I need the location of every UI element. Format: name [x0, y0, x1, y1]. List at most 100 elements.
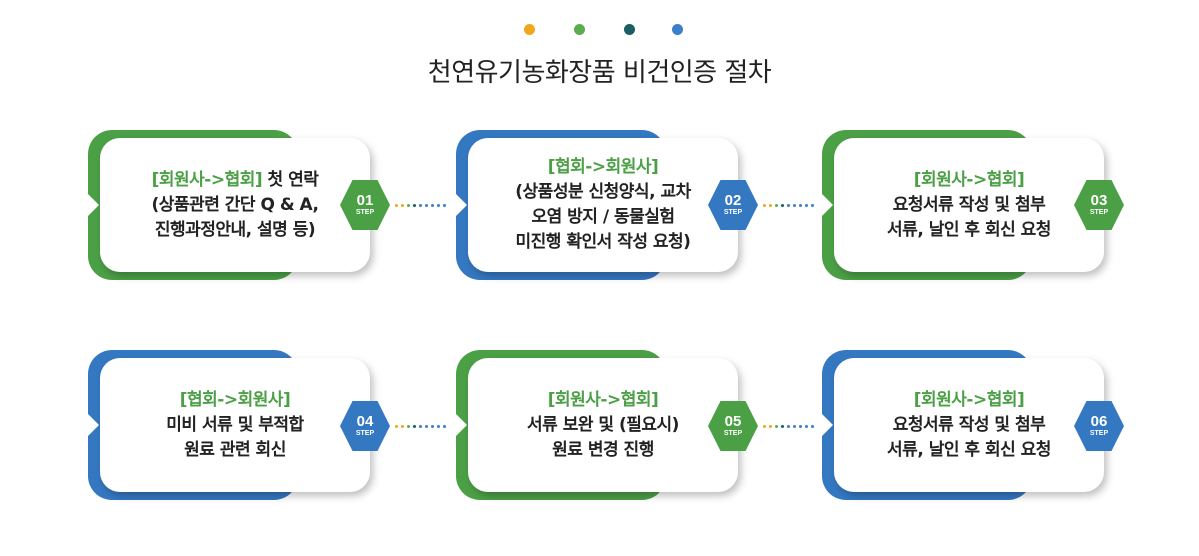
- dotted-connector: [763, 204, 819, 208]
- connector-dot: [413, 425, 416, 428]
- connector-dot: [419, 425, 422, 428]
- step-card-03: [회원사->협회] 요청서류 작성 및 첨부 서류, 날인 후 회신 요청: [822, 130, 1117, 285]
- step-number: 01: [356, 192, 374, 209]
- step-tag: [회원사->협회]: [913, 389, 1025, 410]
- step-line-3: 서류, 날인 후 회신 요청: [887, 219, 1051, 240]
- step-card-06: [회원사->협회] 요청서류 작성 및 첨부 서류, 날인 후 회신 요청: [822, 350, 1117, 505]
- step-card-body: [협회->회원사] (상품성분 신청양식, 교차 오염 방지 / 동물실험 미진…: [468, 138, 738, 272]
- step-badge-06: 06 STEP: [1074, 401, 1124, 451]
- step-line-3: 원료 변경 진행: [552, 439, 654, 460]
- step-tag: [협회->회원사]: [179, 389, 291, 410]
- step-line-3: 원료 관련 회신: [184, 439, 286, 460]
- connector-dot: [793, 425, 796, 428]
- step-card-body: [회원사->협회] 첫 연락 (상품관련 간단 Q & A, 진행과정안내, 설…: [100, 138, 370, 272]
- step-card-body: [회원사->협회] 서류 보완 및 (필요시) 원료 변경 진행: [468, 358, 738, 492]
- step-line-2: 미비 서류 및 부적합: [166, 414, 304, 435]
- step-tag: [회원사->협회]: [547, 389, 659, 410]
- step-card-01: [회원사->협회] 첫 연락 (상품관련 간단 Q & A, 진행과정안내, 설…: [88, 130, 383, 285]
- connector-dot: [793, 204, 796, 207]
- step-number: 02: [724, 192, 742, 209]
- step-card-02: [협회->회원사] (상품성분 신청양식, 교차 오염 방지 / 동물실험 미진…: [456, 130, 751, 285]
- connector-dot: [395, 204, 398, 207]
- decorative-dots: [0, 24, 1199, 38]
- step-number: 05: [724, 413, 742, 430]
- connector-dot: [799, 204, 802, 207]
- dotted-connector: [395, 204, 451, 208]
- step-label: STEP: [1089, 209, 1109, 216]
- step-line-1: [협회->회원사]: [548, 155, 659, 180]
- connector-dot: [401, 204, 404, 207]
- step-line-3: 진행과정안내, 설명 등): [154, 219, 316, 240]
- connector-dot: [443, 425, 446, 428]
- step-card-notch: [822, 194, 833, 216]
- connector-dot: [763, 425, 766, 428]
- dotted-connector: [395, 425, 451, 429]
- connector-dot: [431, 204, 434, 207]
- step-badge-04: 04 STEP: [340, 401, 390, 451]
- connector-dot: [787, 204, 790, 207]
- step-label: STEP: [355, 430, 375, 437]
- connector-dot: [425, 425, 428, 428]
- connector-dot: [787, 425, 790, 428]
- step-tag: [협회->회원사]: [547, 157, 659, 177]
- connector-dot: [805, 204, 808, 207]
- connector-dot: [407, 425, 410, 428]
- step-line-2: (상품성분 신청양식, 교차: [515, 182, 691, 202]
- step-line-4: 미진행 확인서 작성 요청): [515, 232, 691, 252]
- step-card-notch: [456, 414, 467, 436]
- connector-dot: [811, 425, 814, 428]
- connector-dot: [437, 425, 440, 428]
- step-card-notch: [88, 194, 99, 216]
- step-tag: [회원사->협회]: [913, 169, 1025, 190]
- connector-dot: [775, 204, 778, 207]
- connector-dot: [407, 204, 410, 207]
- step-line-1: [회원사->협회]: [914, 388, 1025, 413]
- step-line-1: [회원사->협회]: [548, 388, 659, 413]
- page-title: 천연유기농화장품 비건인증 절차: [427, 58, 772, 88]
- connector-dot: [805, 425, 808, 428]
- step-card-notch: [88, 414, 99, 436]
- connector-dot: [763, 204, 766, 207]
- connector-dot: [781, 425, 784, 428]
- connector-dot: [401, 425, 404, 428]
- step-line-2: (상품관련 간단 Q & A,: [151, 194, 320, 215]
- step-label: STEP: [1089, 430, 1109, 437]
- connector-dot: [437, 204, 440, 207]
- step-line-3: 오염 방지 / 동물실험: [531, 207, 675, 227]
- connector-dot: [395, 425, 398, 428]
- dot-teal: [624, 24, 635, 35]
- step-line-2: 요청서류 작성 및 첨부: [892, 194, 1046, 215]
- dot-blue: [672, 24, 683, 35]
- step-line-1: [협회->회원사]: [180, 388, 291, 413]
- step-card-05: [회원사->협회] 서류 보완 및 (필요시) 원료 변경 진행: [456, 350, 751, 505]
- connector-dot: [431, 425, 434, 428]
- step-label: STEP: [723, 430, 743, 437]
- step-card-body: [협회->회원사] 미비 서류 및 부적합 원료 관련 회신: [100, 358, 370, 492]
- step-tag: [회원사->협회]: [151, 169, 263, 190]
- step-line-1: [회원사->협회]: [914, 168, 1025, 193]
- connector-dot: [775, 425, 778, 428]
- connector-dot: [769, 425, 772, 428]
- step-number: 04: [356, 413, 374, 430]
- dot-orange: [524, 24, 535, 35]
- connector-dot: [419, 204, 422, 207]
- step-card-notch: [456, 194, 467, 216]
- dotted-connector: [763, 425, 819, 429]
- connector-dot: [413, 204, 416, 207]
- step-badge-01: 01 STEP: [340, 180, 390, 230]
- connector-dot: [799, 425, 802, 428]
- step-line-1: [회원사->협회] 첫 연락: [152, 168, 319, 193]
- step-card-04: [협회->회원사] 미비 서류 및 부적합 원료 관련 회신: [88, 350, 383, 505]
- connector-dot: [769, 204, 772, 207]
- step-number: 03: [1090, 192, 1108, 209]
- connector-dot: [425, 204, 428, 207]
- step-badge-03: 03 STEP: [1074, 180, 1124, 230]
- connector-dot: [781, 204, 784, 207]
- step-label: STEP: [723, 209, 743, 216]
- step-label: STEP: [355, 209, 375, 216]
- dot-green: [574, 24, 585, 35]
- step-card-body: [회원사->협회] 요청서류 작성 및 첨부 서류, 날인 후 회신 요청: [834, 358, 1104, 492]
- step-line-3: 서류, 날인 후 회신 요청: [887, 439, 1051, 460]
- step-line-2: 요청서류 작성 및 첨부: [892, 414, 1046, 435]
- step-number: 06: [1090, 413, 1108, 430]
